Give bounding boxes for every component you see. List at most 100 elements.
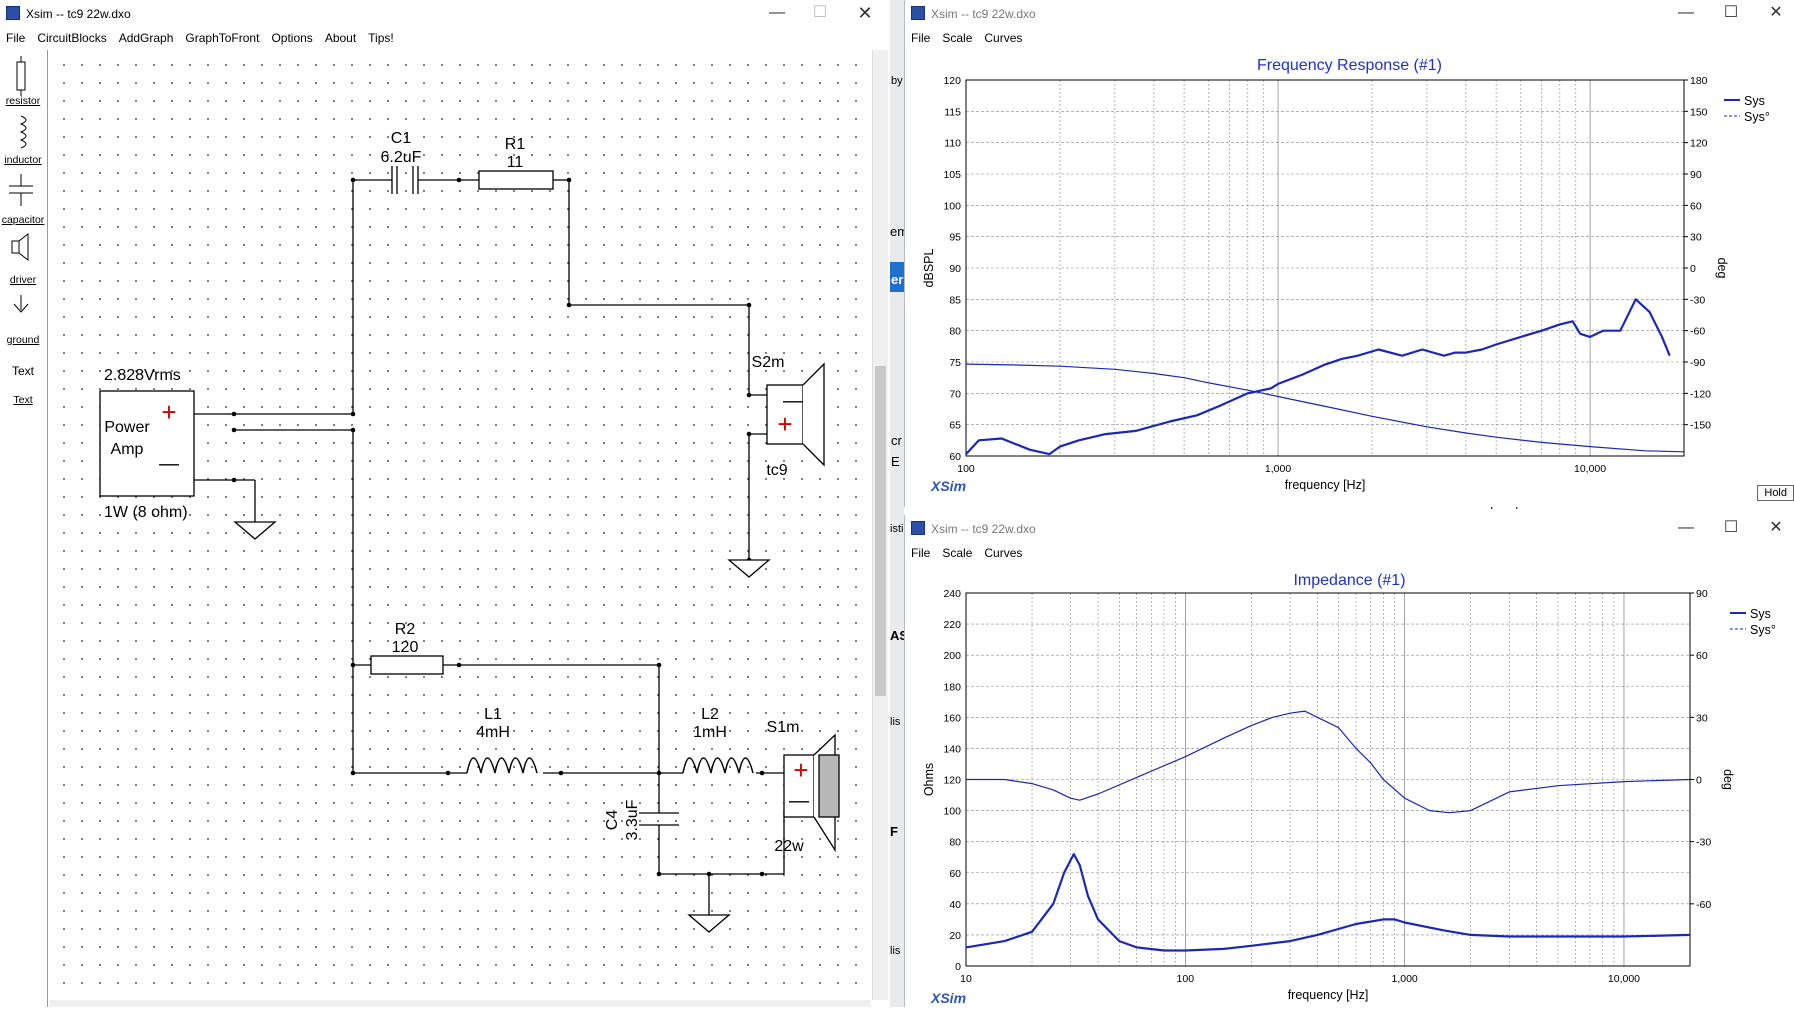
amp-plus: + [161, 397, 176, 427]
maximize-icon[interactable]: ☐ [812, 4, 828, 21]
capacitor-c1[interactable] [391, 166, 419, 194]
svg-text:F: F [890, 824, 898, 839]
amp-power: 1W (8 ohm) [104, 504, 188, 521]
imp-window-title: Xsim -- tc9 22w.dxo [931, 522, 1036, 536]
y-tick-label: 70 [949, 388, 961, 400]
ground-woofer[interactable] [687, 914, 731, 933]
text-tool-icon[interactable]: Text [11, 364, 34, 378]
x-tick-label: 1,000 [1392, 973, 1418, 985]
resistor-tool-icon[interactable] [16, 56, 26, 96]
series-sys-line [965, 853, 1691, 952]
menu-graphtofront[interactable]: GraphToFront [185, 31, 260, 45]
capacitor-c4[interactable] [639, 812, 679, 826]
canvas-vertical-scrollbar[interactable] [872, 50, 888, 1000]
s2m-minus: — [783, 390, 803, 412]
close-icon[interactable]: ✕ [1769, 519, 1783, 536]
y-tick-label: 120 [943, 775, 961, 787]
minimize-icon[interactable]: — [1678, 519, 1694, 536]
ground-amp[interactable] [233, 521, 277, 540]
y2-tick-label: 180 [1690, 75, 1708, 87]
freq-menubar: File Scale Curves [905, 28, 1794, 50]
resistor-tool[interactable]: resistor [5, 95, 41, 107]
y-tick-label: 0 [955, 961, 961, 973]
xsim-app-icon [911, 521, 925, 535]
minimize-icon[interactable]: — [1678, 4, 1694, 21]
resistor-r1[interactable] [478, 170, 554, 190]
vertical-scroll-thumb[interactable] [875, 366, 886, 696]
menu-curves[interactable]: Curves [984, 31, 1023, 45]
ground-tool[interactable]: ground [6, 334, 40, 346]
menu-circuitblocks[interactable]: CircuitBlocks [37, 31, 107, 45]
impedance-chart[interactable]: 020406080100120140160180200220240-60-300… [905, 565, 1794, 1007]
canvas-horizontal-scrollbar[interactable] [49, 1000, 871, 1007]
ground-tweeter[interactable] [727, 559, 771, 578]
hold-button[interactable]: Hold [1757, 485, 1794, 501]
y-tick-label: 80 [949, 326, 961, 338]
menu-file[interactable]: File [911, 546, 931, 560]
minimize-icon[interactable]: — [769, 4, 785, 21]
menu-scale[interactable]: Scale [942, 546, 973, 560]
maximize-icon[interactable]: ☐ [1723, 519, 1739, 536]
freq-plot-title: Frequency Response (#1) [1257, 57, 1442, 74]
y2-axis-label: deg [1721, 769, 1735, 790]
y-tick-label: 40 [949, 899, 961, 911]
driver-s1m[interactable] [783, 733, 840, 853]
power-amp-block[interactable] [99, 390, 195, 497]
x-tick-label: 1,000 [1265, 463, 1291, 475]
close-icon[interactable]: ✕ [857, 3, 873, 23]
imp-titlebar[interactable]: Xsim -- tc9 22w.dxo — ☐ ✕ [905, 515, 1794, 543]
ground-tool-icon[interactable] [13, 295, 29, 313]
r1-name: R1 [505, 136, 526, 153]
driver-tool[interactable]: driver [9, 274, 37, 286]
junction-dots [231, 177, 765, 877]
xsim-app-icon [911, 6, 925, 20]
menu-options[interactable]: Options [271, 31, 313, 45]
menu-scale[interactable]: Scale [942, 31, 973, 45]
amp-voltage: 2.828Vrms [104, 367, 181, 384]
inductor-tool[interactable]: inductor [4, 154, 42, 166]
wires [234, 179, 785, 915]
menu-about[interactable]: About [324, 31, 357, 45]
freq-titlebar[interactable]: Xsim -- tc9 22w.dxo — ☐ ✕ [905, 0, 1794, 28]
main-titlebar[interactable]: Xsim -- tc9 22w.dxo — ☐ ✕ [0, 0, 890, 28]
c4-name: C4 [604, 810, 621, 831]
y2-tick-label: 0 [1690, 263, 1696, 275]
driver-s2m[interactable] [766, 362, 825, 467]
series-sys-line [965, 298, 1671, 456]
background-fragments: by em er cr E isti AS lis F lis [890, 75, 908, 957]
inductor-l1[interactable] [466, 757, 538, 774]
capacitor-tool-icon[interactable] [9, 174, 33, 206]
y-tick-label: 85 [949, 294, 961, 306]
s1m-model: 22w [774, 838, 804, 855]
driver-tool-icon[interactable] [11, 232, 29, 262]
y2-tick-label: 0 [1696, 775, 1702, 787]
menu-tips[interactable]: Tips! [368, 31, 394, 45]
menu-curves[interactable]: Curves [984, 546, 1023, 560]
y-tick-label: 160 [943, 712, 961, 724]
y-tick-label: 95 [949, 232, 961, 244]
menu-addgraph[interactable]: AddGraph [118, 31, 174, 45]
r2-value: 120 [392, 639, 419, 656]
legend-sysdeg-label: Sys° [1744, 110, 1770, 124]
menu-file[interactable]: File [6, 31, 26, 45]
y2-tick-label: -30 [1690, 294, 1705, 306]
text-tool[interactable]: Text [13, 394, 33, 406]
xsim-logo: XSim [931, 990, 967, 1006]
menu-file[interactable]: File [911, 31, 931, 45]
l1-name: L1 [484, 706, 502, 723]
y-tick-label: 60 [949, 868, 961, 880]
resistor-r2[interactable] [370, 655, 444, 675]
inductor-tool-icon[interactable] [19, 115, 27, 149]
schematic-canvas[interactable]: C1 6.2uF R1 11 — + S2m tc9 + — [49, 50, 871, 1000]
s1m-name: S1m [767, 719, 800, 736]
capacitor-tool[interactable]: capacitor [1, 214, 45, 226]
close-icon[interactable]: ✕ [1769, 4, 1783, 21]
x-tick-label: 10,000 [1608, 973, 1640, 985]
y-axis-label: dBSPL [922, 248, 936, 287]
frequency-response-chart[interactable]: 6065707580859095100105110115120-150-120-… [905, 50, 1794, 507]
series-sys-phase-line [965, 363, 1685, 453]
maximize-icon[interactable]: ☐ [1723, 4, 1739, 21]
inductor-l2[interactable] [682, 757, 754, 774]
main-menubar: File CircuitBlocks AddGraph GraphToFront Opt… [0, 28, 890, 50]
x-axis-label: frequency [Hz] [1285, 478, 1366, 492]
